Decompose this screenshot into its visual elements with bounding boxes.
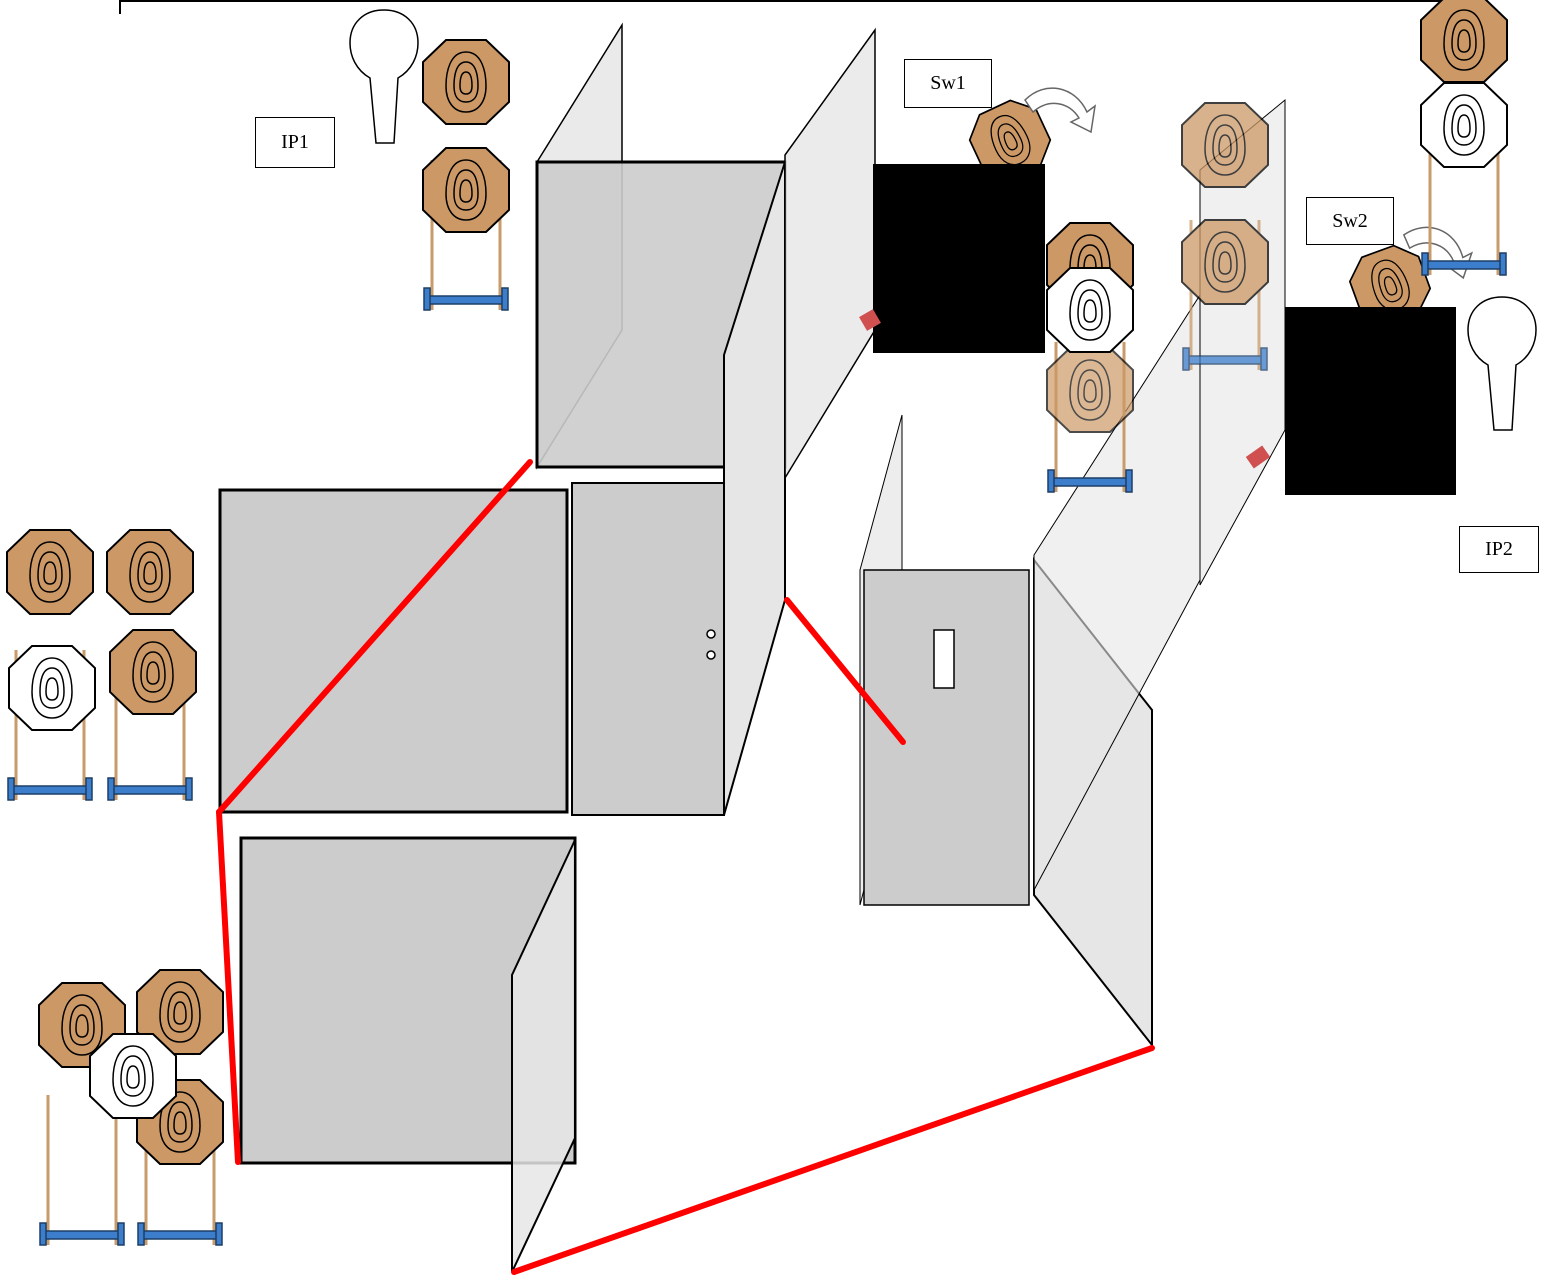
fault-lines [216,459,1155,1275]
left-walls [218,482,725,816]
left-target-array [6,529,197,802]
bottom-left-target-array [38,969,224,1247]
black-box-2 [1285,307,1456,495]
lower-left-wall [239,836,577,1273]
top-border [119,0,1469,14]
upper-left-wall [535,22,876,816]
door-window [933,629,955,689]
door-icon [706,629,716,639]
label-ip2: IP2 [1459,526,1539,573]
right-walls [1033,98,1286,891]
ip1-marker [349,9,419,144]
black-box-1 [873,164,1045,353]
door-panel [571,482,725,816]
swinger-target-1 [859,87,1096,353]
label-ip1: IP1 [255,117,335,168]
ip1-target-array [422,39,510,312]
label-sw2: Sw2 [1306,197,1394,245]
swinger-target-2 [1245,222,1476,495]
label-sw1: Sw1 [904,59,992,108]
ip2-marker [1467,296,1537,431]
